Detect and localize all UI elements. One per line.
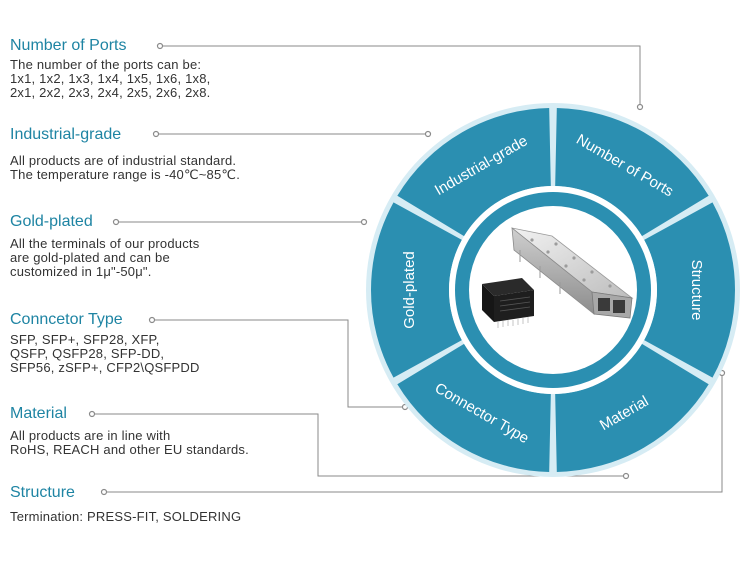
wheel-center (469, 206, 637, 374)
product-image (482, 227, 634, 328)
connector-line-structure (104, 373, 723, 493)
wheel-segment-gold-plated (371, 202, 462, 378)
connector-dots (88, 42, 726, 496)
feature-industrial-grade: Industrial-grade All products are of ind… (10, 126, 240, 182)
feature-structure: Structure Termination: PRESS-FIT, SOLDER… (10, 484, 241, 524)
feature-gold-plated: Gold-plated All the terminals of our pro… (10, 213, 199, 279)
feature-description: All the terminals of our products are go… (10, 236, 200, 279)
feature-material: Material All products are in line with R… (10, 405, 249, 457)
wheel-segment-connector-type (397, 343, 551, 472)
feature-number-of-ports: Number of Ports The number of the ports … (10, 37, 210, 100)
feature-title: Number of Ports (10, 37, 127, 54)
sfp-cage-shape (511, 227, 634, 319)
connector-lines (92, 45, 723, 493)
feature-title: Conncetor Type (10, 311, 123, 328)
wheel-label-gold-plated: Gold-plated (401, 251, 418, 329)
wheel-label-structure: Structure (688, 260, 705, 321)
wheel-segment-number-of-ports (555, 108, 709, 237)
connector-line-number-of-ports (160, 45, 641, 107)
feature-title: Material (10, 405, 67, 422)
feature-description: All products are of industrial standard.… (10, 153, 241, 182)
feature-wheel: Number of PortsStructureMaterialConnecto… (366, 103, 740, 477)
feature-description: Termination: PRESS-FIT, SOLDERING (10, 509, 242, 524)
feature-title: Structure (10, 484, 75, 501)
feature-description: SFP, SFP+, SFP28, XFP, QSFP, QSFP28, SFP… (10, 332, 200, 375)
wheel-segment-industrial-grade (397, 108, 551, 237)
connector-line-material (92, 413, 626, 477)
wheel-segment-material (555, 343, 709, 472)
wheel-segment-structure (644, 202, 736, 378)
connector-line-connector-type (152, 319, 405, 408)
feature-description: The number of the ports can be: 1x1, 1x2… (10, 57, 211, 100)
feature-title: Gold-plated (10, 213, 93, 230)
feature-description: All products are in line with RoHS, REAC… (10, 428, 249, 457)
feature-connector-type: Conncetor Type SFP, SFP+, SFP28, XFP, QS… (10, 311, 200, 375)
feature-title: Industrial-grade (10, 126, 122, 143)
black-connector-shape (482, 278, 534, 328)
